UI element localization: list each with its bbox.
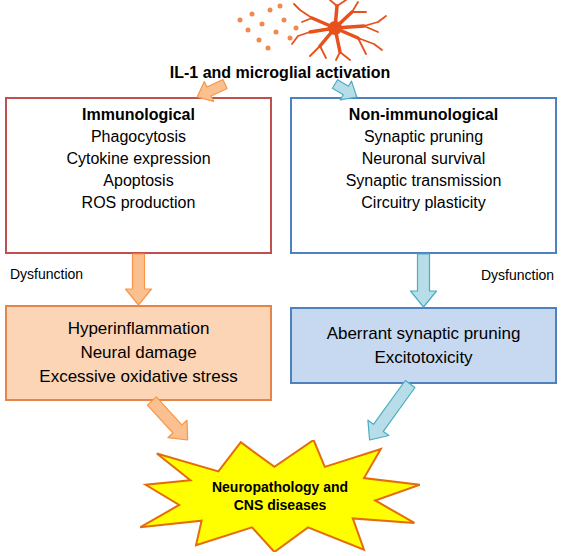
outcome-box: HyperinflammationNeural damageExcessive … — [5, 305, 272, 401]
item-text: Synaptic pruning — [364, 126, 483, 148]
edge-label: Dysfunction — [10, 266, 83, 282]
category-box: Non-immunologicalSynaptic pruningNeurona… — [290, 97, 557, 254]
block-arrow — [368, 381, 415, 441]
starburst-shape — [140, 440, 420, 552]
starburst-node: Neuropathology and CNS diseases — [140, 440, 420, 552]
category-box: ImmunologicalPhagocytosisCytokine expres… — [5, 97, 272, 254]
block-arrow — [411, 254, 437, 307]
item-text: Excessive oxidative stress — [39, 365, 237, 389]
item-text: Neuronal survival — [362, 148, 486, 170]
item-text: Synaptic transmission — [346, 170, 502, 192]
title-node: IL-1 and microglial activation — [155, 62, 405, 84]
block-arrow — [332, 80, 356, 100]
item-text: Neural damage — [80, 341, 196, 365]
microglia-cell — [292, 0, 386, 60]
item-text: Apoptosis — [103, 170, 173, 192]
item-text: Aberrant synaptic pruning — [327, 322, 521, 346]
starburst-text-holder: Neuropathology and CNS diseases — [200, 478, 360, 514]
item-text: Phagocytosis — [91, 126, 186, 148]
heading-text: Non-immunological — [349, 104, 498, 126]
heading-text: Immunological — [82, 104, 195, 126]
block-arrow — [197, 80, 227, 102]
block-arrow — [126, 254, 152, 305]
item-text: Cytokine expression — [66, 148, 210, 170]
edge-label: Dysfunction — [481, 267, 554, 283]
cytokine-dots — [238, 4, 299, 51]
item-text: Hyperinflammation — [68, 317, 210, 341]
item-text: Neuropathology and CNS diseases — [200, 478, 360, 514]
outcome-box: Aberrant synaptic pruningExcitotoxicity — [290, 307, 557, 384]
item-text: ROS production — [82, 192, 196, 214]
item-text: IL-1 and microglial activation — [170, 62, 391, 84]
block-arrow — [147, 397, 187, 440]
item-text: Excitotoxicity — [374, 346, 472, 370]
starburst-outline — [140, 440, 420, 552]
item-text: Circuitry plasticity — [361, 192, 485, 214]
